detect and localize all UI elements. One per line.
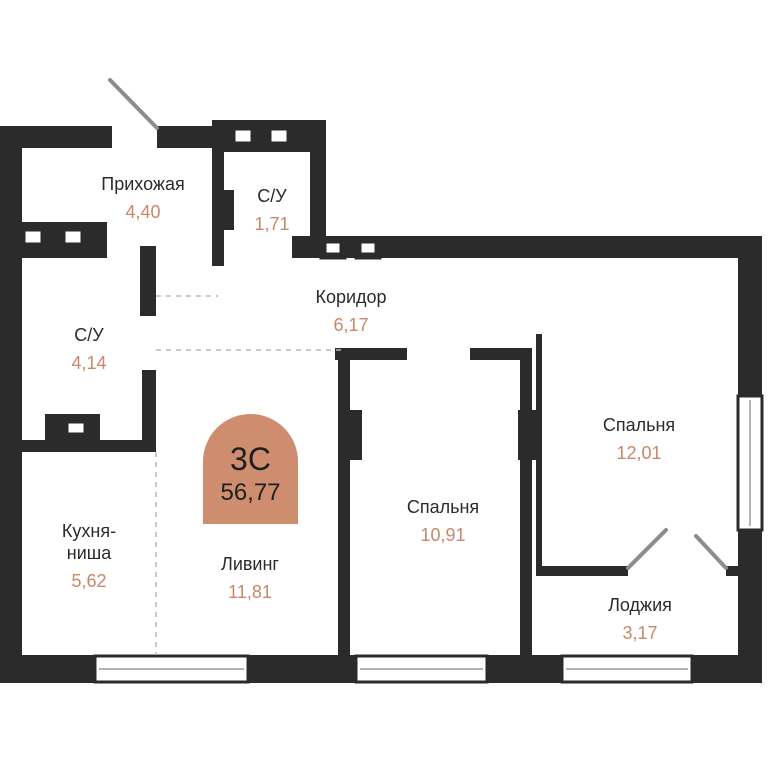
- room-label-corridor: Коридор 6,17: [315, 286, 386, 336]
- room-area: 10,91: [420, 525, 466, 545]
- room-area: 5,62: [71, 571, 107, 591]
- room-label-bath: С/У 4,14: [71, 324, 106, 374]
- apartment-type: 3С: [230, 441, 271, 477]
- room-label-bedroom-large: Спальня 12,01: [603, 414, 675, 464]
- room-label-living: Ливинг 11,81: [221, 553, 279, 603]
- room-label-loggia: Лоджия 3,17: [608, 594, 672, 644]
- room-area: 1,71: [254, 214, 290, 234]
- room-name: Кухня- ниша: [61, 521, 117, 563]
- room-label-kitchen: Кухня- ниша 5,62: [62, 520, 116, 592]
- windows: [93, 394, 764, 684]
- room-name: Ливинг: [221, 554, 279, 574]
- room-name: С/У: [257, 186, 287, 206]
- door-swings: [108, 78, 728, 570]
- room-name: Лоджия: [608, 595, 672, 615]
- apartment-badge: 3С 56,77: [203, 414, 298, 524]
- room-label-bath-small: С/У 1,71: [254, 185, 289, 235]
- room-area: 4,40: [125, 202, 161, 222]
- room-label-hall: Прихожая 4,40: [101, 173, 184, 223]
- room-area: 4,14: [71, 353, 107, 373]
- ventilation-shafts: [18, 123, 382, 440]
- room-name: С/У: [74, 325, 104, 345]
- room-name: Коридор: [315, 287, 387, 307]
- room-label-bedroom: Спальня 10,91: [407, 496, 479, 546]
- room-area: 11,81: [228, 582, 272, 602]
- room-area: 12,01: [616, 443, 662, 463]
- room-name: Спальня: [602, 415, 676, 435]
- room-area: 6,17: [333, 315, 369, 335]
- apartment-total-area: 56,77: [220, 479, 281, 506]
- walls: [0, 120, 762, 683]
- room-name: Прихожая: [101, 174, 185, 194]
- room-name: Спальня: [406, 497, 480, 517]
- room-area: 3,17: [622, 623, 658, 643]
- zone-dividers: [155, 295, 345, 655]
